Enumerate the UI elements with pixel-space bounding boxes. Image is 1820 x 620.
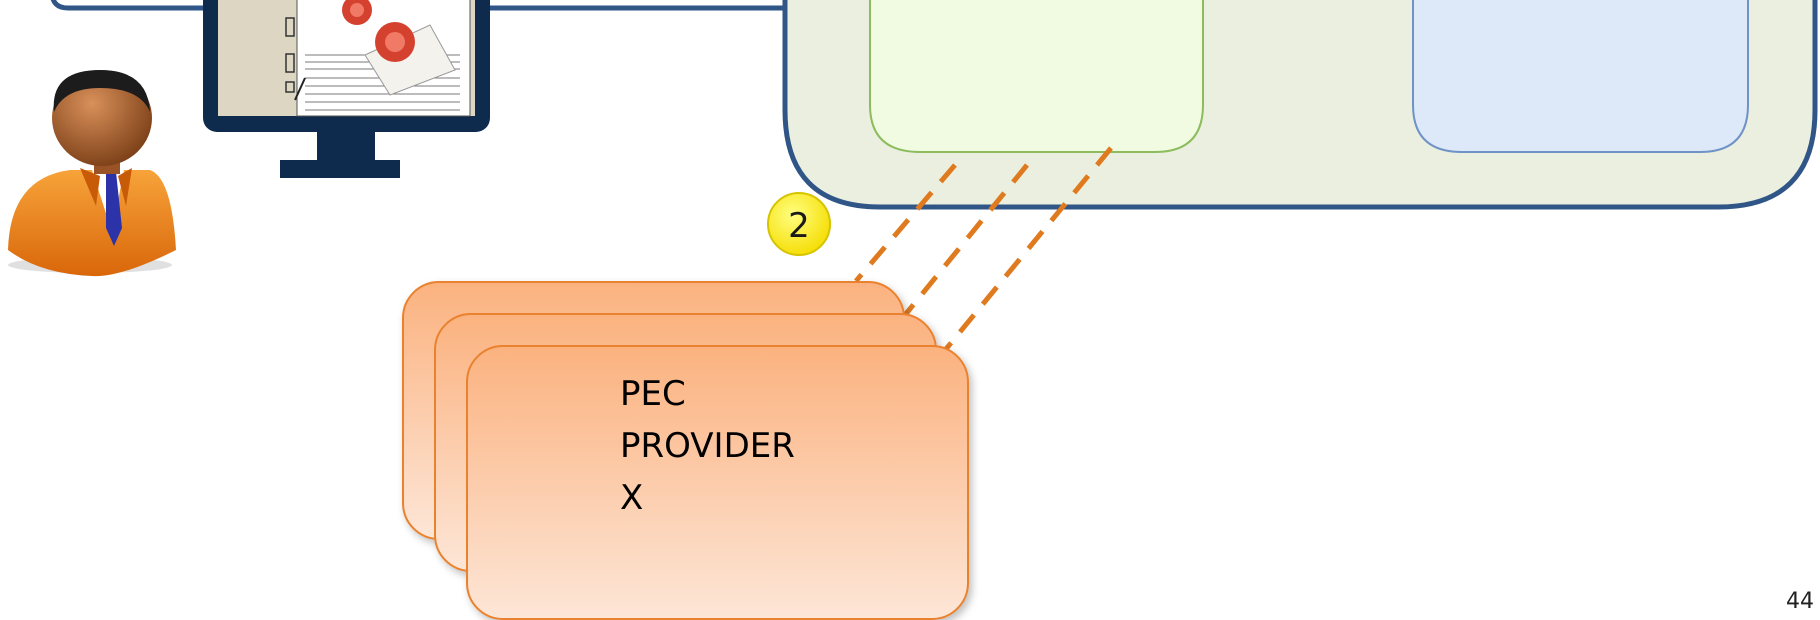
connector-line-2 [903,163,1029,317]
step-number-text: 2 [788,206,810,246]
connector-lines [854,146,1113,351]
green-inner-box [869,0,1204,153]
connector-line-1 [854,163,957,283]
connector-line-3 [944,146,1113,351]
provider-box-front [466,345,969,620]
person-icon [8,70,176,277]
step-number-badge: 2 [767,192,831,256]
provider-label-line-3: X [620,478,644,518]
page-number: 44 [1786,589,1814,614]
provider-box-stack [402,281,969,620]
blue-inner-box [1412,0,1749,153]
computer-monitor-icon [203,0,490,178]
provider-label: PEC PROVIDER X [620,368,795,524]
provider-label-line-1: PEC [620,374,686,414]
provider-label-line-2: PROVIDER [620,426,795,466]
